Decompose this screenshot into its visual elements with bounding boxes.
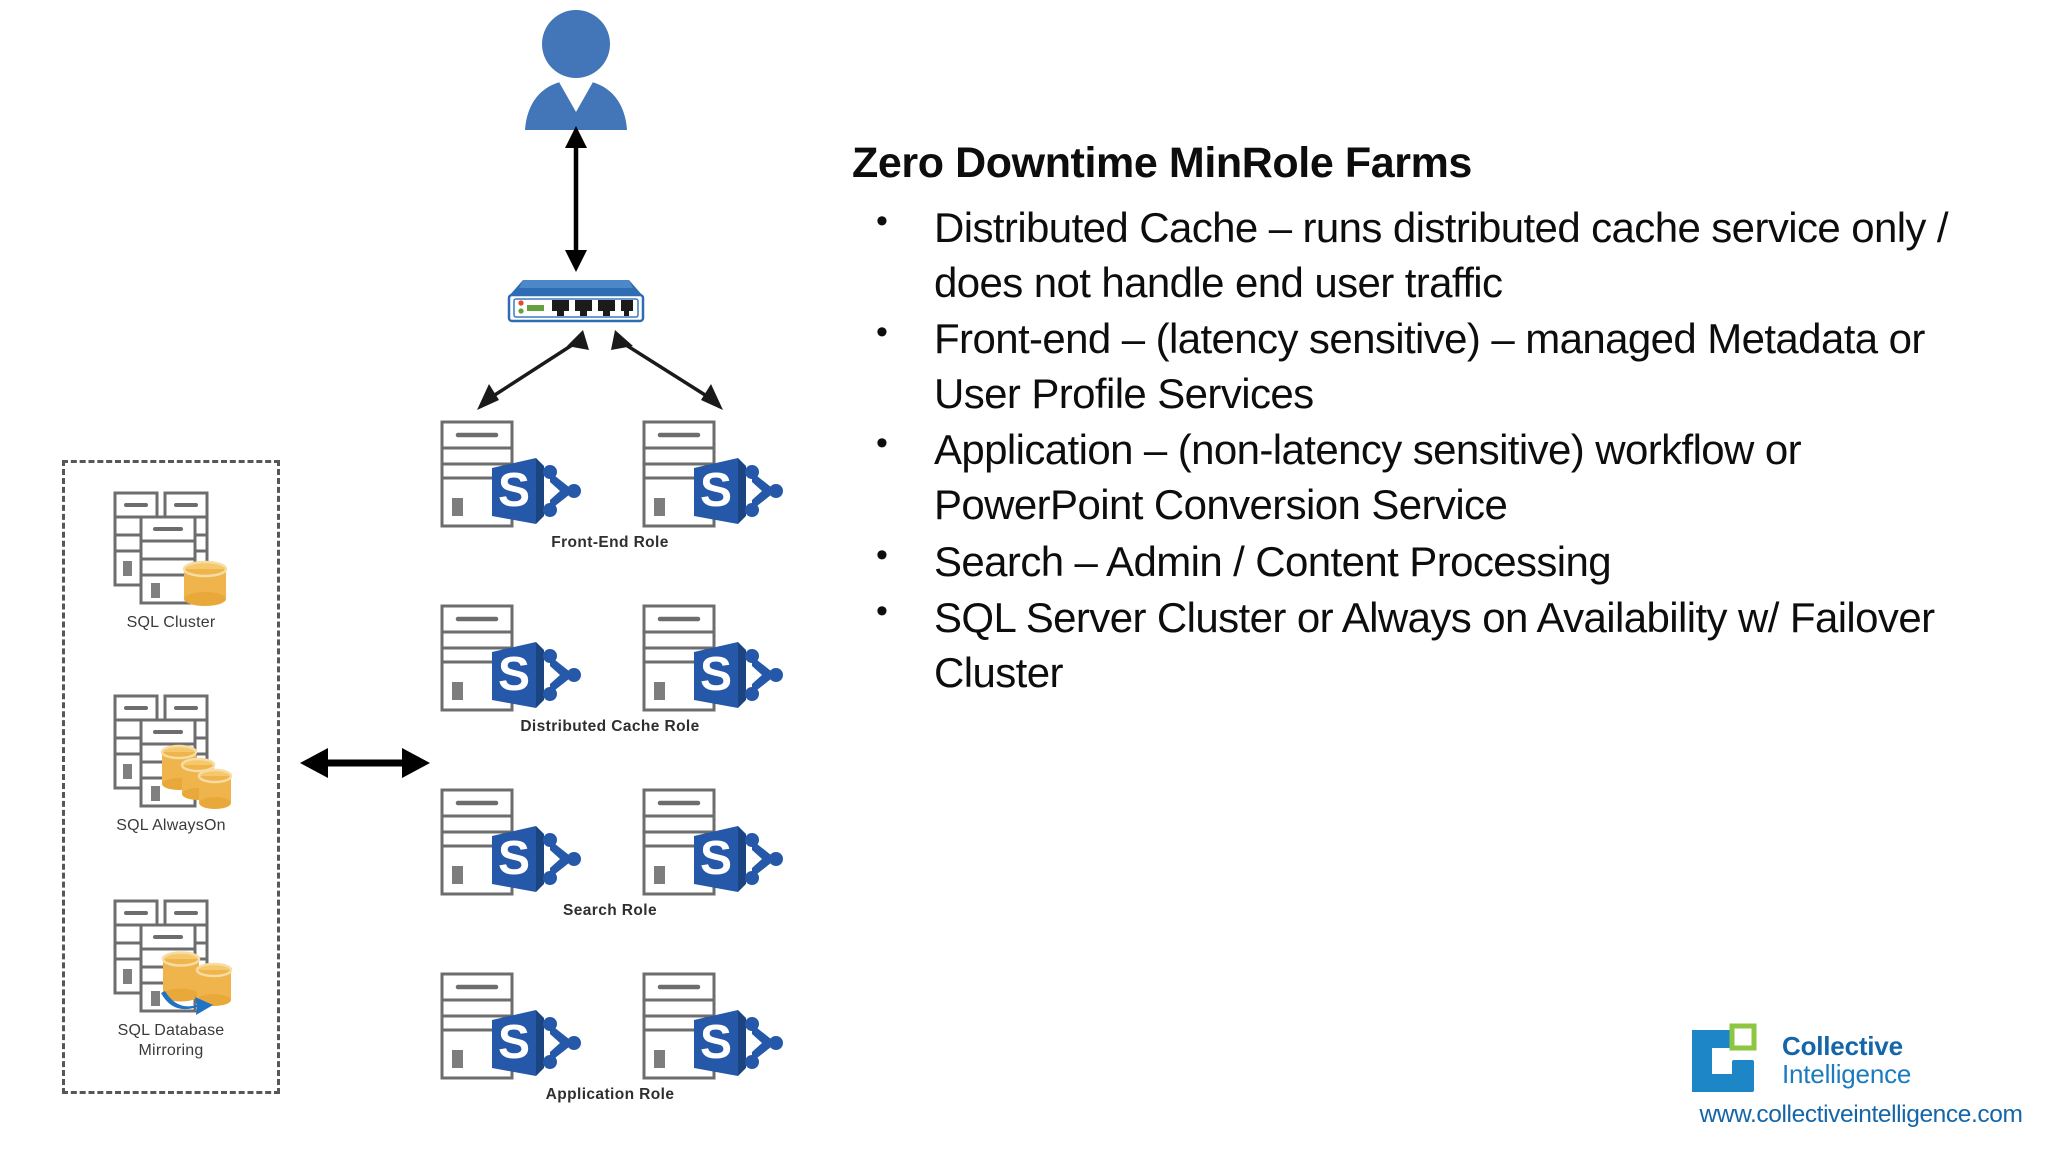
sql-option-label-line1: SQL Database (117, 1022, 225, 1039)
server-row: S (390, 970, 830, 1082)
sharepoint-server-icon: S (434, 602, 584, 714)
logo-line-2: Intelligence (1782, 1059, 1912, 1089)
sql-option-cluster: SQL Cluster (65, 485, 277, 633)
role-label: Application Role (545, 1086, 675, 1103)
sharepoint-server-icon: S (636, 418, 786, 530)
svg-text:S: S (498, 464, 530, 517)
role-label: Front-End Role (551, 534, 669, 551)
sql-option-alwayson: SQL AlwaysOn (65, 688, 277, 836)
sql-option-mirroring: SQL Database Mirroring (65, 893, 277, 1061)
sql-option-label: SQL AlwaysOn (116, 817, 226, 834)
sharepoint-server-icon: S (434, 786, 584, 898)
sql-option-label: SQL Cluster (126, 614, 216, 631)
role-group-search: S (390, 786, 830, 920)
sharepoint-server-icon: S (636, 602, 786, 714)
sql-alwayson-icon (101, 688, 241, 813)
sharepoint-server-icon: S (636, 786, 786, 898)
role-label: Search Role (563, 902, 657, 919)
svg-text:S: S (498, 648, 530, 701)
logo-line-1: Collective (1782, 1031, 1903, 1061)
bullet-list: Distributed Cache – runs distributed cac… (852, 199, 1992, 700)
logo-website-url: www.collectiveintelligence.com (1699, 1101, 2023, 1128)
sharepoint-server-icon: S (636, 970, 786, 1082)
role-label: Distributed Cache Role (520, 718, 700, 735)
user-to-switch-arrow (560, 126, 592, 272)
list-item: Distributed Cache – runs distributed cac… (852, 199, 1992, 310)
sql-cluster-icon (101, 485, 241, 610)
sharepoint-server-icon: S (434, 418, 584, 530)
sql-to-farm-arrow (300, 740, 430, 786)
svg-text:S: S (700, 464, 732, 517)
sql-option-label-line2: Mirroring (138, 1042, 204, 1059)
sql-mirroring-icon (101, 893, 241, 1018)
content-panel: Zero Downtime MinRole Farms Distributed … (852, 142, 1992, 702)
sql-options-group: SQL Cluster (62, 460, 280, 1094)
role-group-front-end: S (390, 418, 830, 552)
svg-text:S: S (498, 1016, 530, 1069)
svg-text:S: S (498, 832, 530, 885)
switch-to-servers-arrows (455, 322, 745, 418)
collective-intelligence-logo-mark (1688, 1022, 1772, 1098)
svg-text:S: S (700, 832, 732, 885)
network-switch-icon (505, 276, 647, 326)
list-item: Search – Admin / Content Processing (852, 533, 1992, 590)
role-group-distributed-cache: S (390, 602, 830, 736)
user-person-icon (523, 8, 629, 130)
page-title: Zero Downtime MinRole Farms (852, 139, 1472, 187)
list-item: Front-end – (latency sensitive) – manage… (852, 310, 1992, 421)
server-row: S (390, 602, 830, 714)
list-item: SQL Server Cluster or Always on Availabi… (852, 589, 1992, 700)
list-item: Application – (non-latency sensitive) wo… (852, 421, 1992, 532)
role-group-application: S (390, 970, 830, 1104)
sharepoint-server-icon: S (434, 970, 584, 1082)
server-row: S (390, 786, 830, 898)
server-row: S (390, 418, 830, 530)
svg-text:S: S (700, 648, 732, 701)
sql-option-label: SQL Database Mirroring (65, 1021, 277, 1061)
svg-text:S: S (700, 1016, 732, 1069)
collective-intelligence-logo: Collective Intelligence www.collectivein… (1688, 1022, 2034, 1129)
